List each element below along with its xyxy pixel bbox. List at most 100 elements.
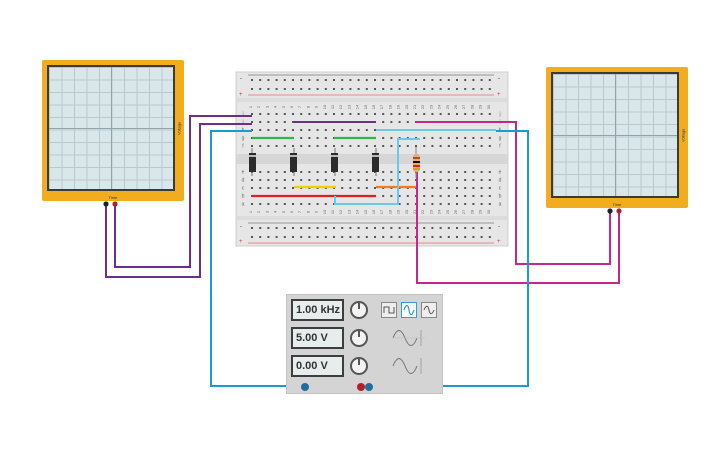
wire-magenta-scope-right[interactable] xyxy=(496,121,611,265)
breadboard-hole[interactable] xyxy=(447,137,450,139)
breadboard-hole[interactable] xyxy=(283,145,286,147)
breadboard-hole[interactable] xyxy=(300,236,303,238)
breadboard-hole[interactable] xyxy=(480,236,483,238)
breadboard-hole[interactable] xyxy=(259,203,262,205)
breadboard-hole[interactable] xyxy=(349,79,352,81)
breadboard-hole[interactable] xyxy=(480,79,483,81)
breadboard-hole[interactable] xyxy=(431,187,434,189)
breadboard-hole[interactable] xyxy=(447,88,450,90)
wire-lightblue-diode[interactable] xyxy=(334,138,420,205)
breadboard-hole[interactable] xyxy=(390,227,393,229)
breadboard-hole[interactable] xyxy=(488,236,491,238)
breadboard-hole[interactable] xyxy=(267,171,270,173)
breadboard-hole[interactable] xyxy=(283,203,286,205)
breadboard-hole[interactable] xyxy=(300,79,303,81)
breadboard-hole[interactable] xyxy=(316,113,319,115)
breadboard-hole[interactable] xyxy=(439,113,442,115)
breadboard-hole[interactable] xyxy=(415,145,417,147)
breadboard-hole[interactable] xyxy=(447,113,450,115)
breadboard-hole[interactable] xyxy=(341,88,344,90)
breadboard-hole[interactable] xyxy=(341,187,344,189)
breadboard-hole[interactable] xyxy=(374,79,376,81)
breadboard-hole[interactable] xyxy=(308,179,311,181)
dc-offset-knob[interactable] xyxy=(350,357,368,375)
breadboard-hole[interactable] xyxy=(251,113,253,115)
breadboard-hole[interactable] xyxy=(292,113,294,115)
breadboard-hole[interactable] xyxy=(283,121,286,123)
breadboard-hole[interactable] xyxy=(488,145,491,147)
breadboard-hole[interactable] xyxy=(423,145,426,147)
breadboard-hole[interactable] xyxy=(259,79,262,81)
breadboard-hole[interactable] xyxy=(472,227,475,229)
breadboard-hole[interactable] xyxy=(349,236,352,238)
breadboard-hole[interactable] xyxy=(472,137,475,139)
breadboard-hole[interactable] xyxy=(259,179,262,181)
breadboard-hole[interactable] xyxy=(480,187,483,189)
breadboard-hole[interactable] xyxy=(365,227,368,229)
breadboard-hole[interactable] xyxy=(357,113,360,115)
breadboard-hole[interactable] xyxy=(464,195,467,197)
breadboard-hole[interactable] xyxy=(292,203,294,205)
breadboard-hole[interactable] xyxy=(324,203,327,205)
breadboard-hole[interactable] xyxy=(431,88,434,90)
breadboard-hole[interactable] xyxy=(423,79,426,81)
breadboard-hole[interactable] xyxy=(267,145,270,147)
breadboard-hole[interactable] xyxy=(308,129,311,131)
breadboard-hole[interactable] xyxy=(259,88,262,90)
breadboard-hole[interactable] xyxy=(275,227,278,229)
breadboard-hole[interactable] xyxy=(423,227,426,229)
breadboard-hole[interactable] xyxy=(300,203,303,205)
breadboard-hole[interactable] xyxy=(431,203,434,205)
breadboard-hole[interactable] xyxy=(439,236,442,238)
oscilloscope-left[interactable]: Time Voltage xyxy=(42,60,184,201)
breadboard-hole[interactable] xyxy=(480,171,483,173)
breadboard-hole[interactable] xyxy=(431,236,434,238)
breadboard-hole[interactable] xyxy=(374,227,376,229)
wire-magenta-scope-right[interactable] xyxy=(416,172,620,284)
breadboard-hole[interactable] xyxy=(283,113,286,115)
breadboard-hole[interactable] xyxy=(447,236,450,238)
breadboard-hole[interactable] xyxy=(292,145,294,147)
breadboard-hole[interactable] xyxy=(456,236,458,238)
breadboard-hole[interactable] xyxy=(300,227,303,229)
breadboard-hole[interactable] xyxy=(456,145,458,147)
breadboard-hole[interactable] xyxy=(316,227,319,229)
breadboard-hole[interactable] xyxy=(333,88,335,90)
breadboard-hole[interactable] xyxy=(390,171,393,173)
breadboard-hole[interactable] xyxy=(333,79,335,81)
breadboard-hole[interactable] xyxy=(365,145,368,147)
breadboard-hole[interactable] xyxy=(382,227,385,229)
breadboard-hole[interactable] xyxy=(333,227,335,229)
breadboard-hole[interactable] xyxy=(464,187,467,189)
breadboard-hole[interactable] xyxy=(324,79,327,81)
breadboard-hole[interactable] xyxy=(415,79,417,81)
breadboard-hole[interactable] xyxy=(333,129,335,131)
breadboard-hole[interactable] xyxy=(316,129,319,131)
breadboard-hole[interactable] xyxy=(472,145,475,147)
breadboard-hole[interactable] xyxy=(406,88,409,90)
breadboard-hole[interactable] xyxy=(251,88,253,90)
breadboard-hole[interactable] xyxy=(300,113,303,115)
breadboard-hole[interactable] xyxy=(464,113,467,115)
breadboard-hole[interactable] xyxy=(431,113,434,115)
breadboard-hole[interactable] xyxy=(292,236,294,238)
breadboard-hole[interactable] xyxy=(324,236,327,238)
breadboard-hole[interactable] xyxy=(398,145,401,147)
waveform-square-button[interactable] xyxy=(381,302,397,318)
breadboard-hole[interactable] xyxy=(390,113,393,115)
breadboard-hole[interactable] xyxy=(300,129,303,131)
breadboard-hole[interactable] xyxy=(357,171,360,173)
breadboard-hole[interactable] xyxy=(292,88,294,90)
breadboard-hole[interactable] xyxy=(316,137,319,139)
breadboard-hole[interactable] xyxy=(341,113,344,115)
amplitude-knob[interactable] xyxy=(350,329,368,347)
breadboard-hole[interactable] xyxy=(341,79,344,81)
breadboard-hole[interactable] xyxy=(439,137,442,139)
breadboard-hole[interactable] xyxy=(390,145,393,147)
breadboard-hole[interactable] xyxy=(316,236,319,238)
breadboard-hole[interactable] xyxy=(251,236,253,238)
breadboard-hole[interactable] xyxy=(406,236,409,238)
breadboard-hole[interactable] xyxy=(308,203,311,205)
breadboard-hole[interactable] xyxy=(283,179,286,181)
